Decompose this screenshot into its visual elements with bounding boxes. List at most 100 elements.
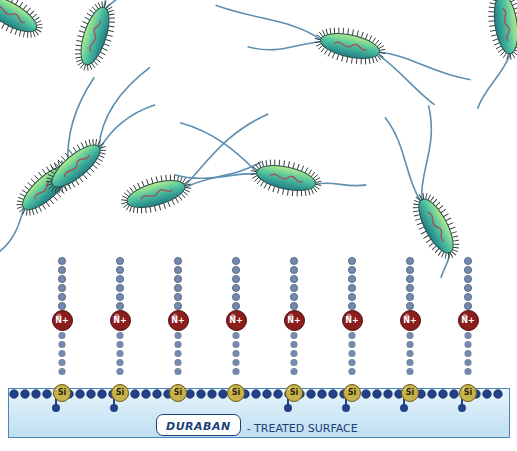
pilus	[297, 164, 299, 170]
pilus	[316, 35, 322, 38]
pilus	[417, 222, 423, 225]
silicon-bead: Si	[169, 384, 187, 402]
nucleoid	[87, 19, 101, 52]
pilus	[79, 31, 85, 33]
pilus	[38, 172, 42, 177]
anchor-bead	[400, 404, 408, 412]
ammonium-bead: N+	[458, 310, 479, 331]
bead-fill	[286, 385, 303, 402]
pilus	[338, 28, 340, 34]
pilus	[300, 190, 303, 196]
pilus	[108, 30, 114, 33]
pilus	[452, 235, 458, 239]
pilus	[498, 49, 504, 52]
bead-fill	[54, 385, 71, 402]
pilus	[75, 180, 79, 185]
pilus	[57, 193, 61, 198]
pilus	[84, 17, 90, 20]
chain-bead	[232, 293, 239, 300]
pilus	[423, 235, 428, 238]
pilus	[315, 184, 321, 185]
nucleoid	[140, 187, 173, 200]
pilus	[296, 190, 298, 196]
pilus	[268, 185, 270, 191]
pilus	[151, 178, 153, 184]
pilus	[35, 175, 39, 179]
pilus	[365, 33, 367, 39]
atom-symbol: N+	[52, 310, 73, 331]
pilus	[30, 209, 36, 215]
pilus	[283, 160, 285, 166]
pilus	[451, 231, 457, 235]
flagellum	[103, 0, 133, 10]
pilus	[67, 184, 72, 189]
bead-fill	[170, 385, 187, 402]
pilus	[142, 181, 144, 187]
chain-bead	[232, 302, 239, 309]
ammonium-bead: N+	[52, 310, 73, 331]
pilus	[25, 32, 30, 38]
molecular-chain	[464, 336, 471, 381]
pilus	[415, 218, 421, 222]
pilus	[100, 52, 106, 55]
chain-bead	[58, 293, 65, 300]
pilus	[371, 57, 375, 63]
pilus	[489, 2, 495, 5]
pilus	[506, 54, 509, 60]
pilus	[109, 25, 115, 28]
bacterium-body	[0, 0, 41, 39]
pilus	[2, 24, 5, 29]
surface-bead	[307, 390, 316, 399]
pilus	[165, 175, 168, 181]
silicon-bead: Si	[343, 384, 361, 402]
pilus	[95, 59, 101, 63]
bacterium	[169, 123, 371, 215]
ammonium-bead: N+	[226, 310, 247, 331]
pilus	[37, 25, 43, 30]
chain-bead	[406, 284, 413, 291]
chain-bead	[174, 284, 181, 291]
pilus	[27, 210, 33, 216]
chain-bead	[406, 266, 413, 273]
pilus	[512, 3, 517, 5]
pilus	[352, 29, 353, 35]
pilus	[351, 58, 353, 64]
pilus	[368, 58, 371, 64]
chain-bead	[232, 257, 239, 264]
atom-symbol: Si	[401, 384, 419, 402]
atom-symbol: Si	[343, 384, 361, 402]
pilus	[0, 21, 1, 26]
chain-bead	[464, 257, 471, 264]
pilus	[63, 186, 68, 192]
pilus	[46, 176, 52, 182]
pilus	[179, 195, 183, 201]
anchor-bead	[458, 404, 466, 412]
pilus	[6, 26, 9, 31]
flagellum	[0, 208, 35, 254]
pilus	[75, 52, 81, 56]
pilus	[87, 140, 93, 146]
pilus	[93, 164, 98, 169]
ammonium-bead: N+	[342, 310, 363, 331]
pilus	[136, 207, 140, 213]
pilus	[84, 65, 86, 71]
surface-bead	[450, 390, 459, 399]
pilus	[421, 193, 426, 199]
flagellum	[97, 99, 156, 150]
pilus	[337, 54, 339, 60]
chain-bead	[464, 275, 471, 282]
surface-bead	[32, 390, 41, 399]
pilus	[318, 32, 323, 37]
pilus	[287, 190, 289, 196]
chain-bead	[232, 284, 239, 291]
pilus	[109, 21, 115, 24]
flagellum	[378, 117, 429, 201]
bead-fill	[52, 310, 72, 330]
bacterium	[0, 77, 139, 254]
surface-bead	[142, 390, 151, 399]
pilus	[76, 44, 82, 47]
pilus	[46, 179, 52, 185]
